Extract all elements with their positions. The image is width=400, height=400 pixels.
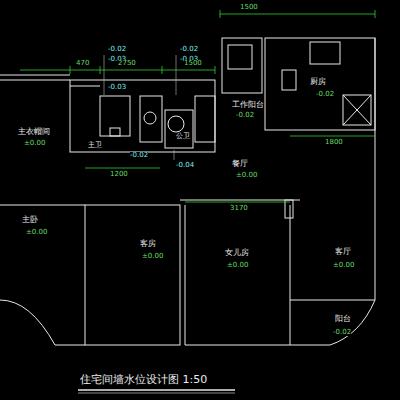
wall-lines [0, 300, 85, 345]
wall-lines [165, 110, 193, 148]
plan-label: -0.02 [333, 329, 351, 336]
plan-label: 2750 [118, 60, 136, 67]
wall-lines [185, 205, 186, 345]
plan-label: 主卫 [88, 142, 102, 149]
dimension-lines [20, 70, 215, 71]
dimension-lines [70, 66, 71, 74]
plan-label: ±0.00 [333, 262, 354, 269]
wall-lines [222, 38, 262, 93]
plan-label: ±0.00 [26, 229, 47, 236]
plan-label: ±0.00 [142, 253, 163, 260]
plan-label: 1800 [325, 139, 343, 146]
title-underline [78, 390, 235, 393]
plan-label: 女儿房 [225, 249, 249, 257]
wall-lines [180, 200, 300, 201]
wall-lines [195, 96, 215, 142]
level-leaders [104, 55, 176, 160]
plan-label: ±0.00 [227, 262, 248, 269]
plan-label: -0.02 [108, 46, 126, 53]
plan-label: -0.04 [176, 162, 194, 169]
wall-lines [310, 42, 340, 64]
plan-label: 1500 [240, 4, 258, 11]
plan-label: -0.02 [180, 46, 198, 53]
wall-lines [70, 86, 100, 87]
wall-lines [185, 345, 290, 346]
dimension-lines [290, 136, 375, 137]
title-underline [78, 393, 235, 394]
wall-lines [140, 96, 162, 142]
dimension-lines [85, 168, 160, 169]
wall-lines [228, 45, 252, 69]
plan-label: -0.02 [236, 112, 254, 119]
wall-lines [285, 200, 293, 218]
wall-lines [343, 95, 371, 125]
plan-label: 客厅 [335, 248, 351, 256]
wall-lines [0, 38, 375, 345]
dimension-lines [162, 66, 163, 74]
wall-lines [168, 116, 184, 132]
dimension-lines [375, 10, 376, 18]
plan-label: 主衣帽间 [18, 128, 50, 136]
wall-lines [0, 75, 70, 76]
plan-label: ±0.00 [236, 172, 257, 179]
plan-label: 主卧 [22, 216, 38, 224]
wall-lines [375, 38, 376, 300]
drawing-title: 住宅间墙水位设计图 1:50 [80, 374, 207, 385]
plan-label: -0.02 [130, 152, 148, 159]
wall-lines [110, 128, 120, 136]
plan-label: 厨房 [310, 78, 326, 86]
wall-lines [343, 95, 371, 125]
wall-lines [100, 96, 130, 136]
plan-label: 客房 [140, 240, 156, 248]
level-leaders [176, 55, 177, 95]
wall-lines [144, 112, 156, 124]
wall-lines [290, 300, 375, 345]
plan-label: 3170 [230, 205, 248, 212]
plan-label: 470 [76, 60, 89, 67]
level-leaders [104, 55, 105, 95]
level-leaders [174, 150, 175, 160]
wall-lines [343, 95, 371, 125]
plan-label: -0.03 [108, 84, 126, 91]
plan-label: 公卫 [176, 133, 190, 140]
wall-lines [282, 70, 296, 90]
plan-label: 工作阳台 [232, 101, 264, 109]
dimension-lines [185, 202, 290, 203]
plan-label: 阳台 [335, 315, 351, 323]
wall-lines [290, 300, 375, 301]
plan-label: 餐厅 [232, 160, 248, 168]
wall-lines [290, 205, 291, 345]
wall-lines [70, 80, 215, 152]
plan-label: -0.02 [316, 91, 334, 98]
plan-label: 1500 [184, 60, 202, 67]
dimension-lines [100, 66, 101, 74]
plan-label: 1200 [110, 171, 128, 178]
title-underline [78, 389, 235, 391]
wall-lines [265, 38, 375, 130]
dimension-lines [220, 14, 375, 15]
wall-lines [85, 205, 180, 345]
plan-label: ±0.00 [24, 140, 45, 147]
dimension-lines [20, 10, 375, 202]
wall-lines [0, 205, 85, 206]
wall-lines [0, 80, 70, 81]
dimension-lines [220, 10, 221, 18]
dimension-lines [215, 66, 216, 74]
